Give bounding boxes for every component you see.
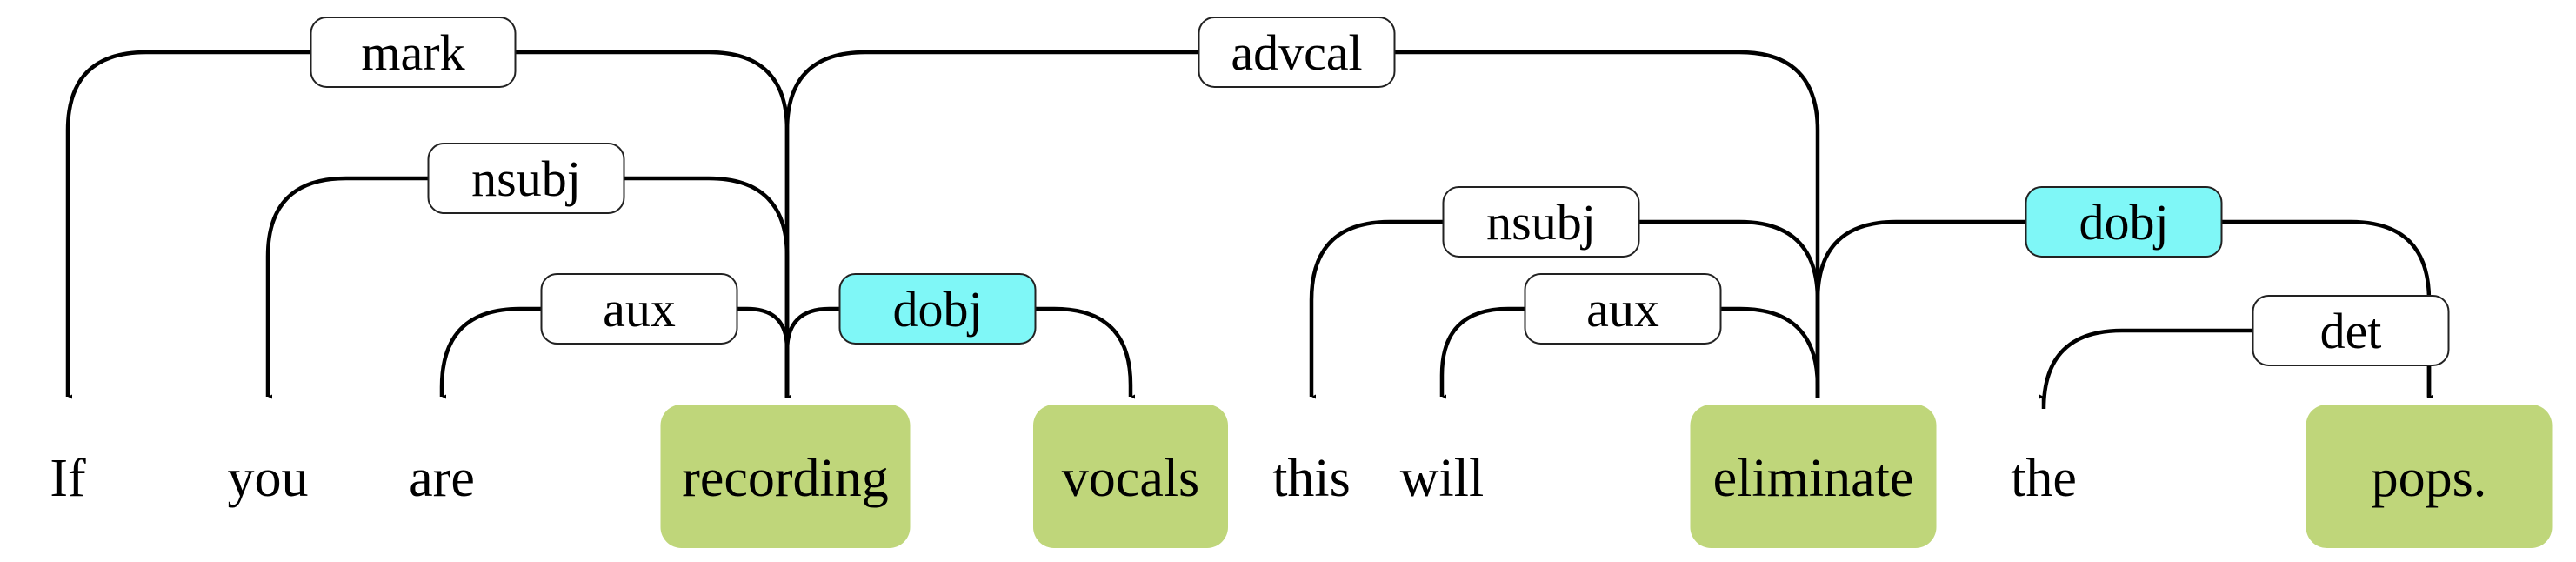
word-token-vocals: vocals	[1062, 449, 1199, 508]
word-token-the: the	[2011, 449, 2077, 508]
word-token-will: will	[1400, 449, 1484, 508]
arc-label-box-nsubj	[1442, 186, 1640, 258]
word-highlight-box-pops	[2306, 405, 2553, 548]
arc-label-box-aux	[1524, 273, 1722, 345]
word-token-If: If	[50, 449, 86, 508]
arc-line-aux-2-right	[737, 306, 790, 398]
arc-label-advcal: advcal	[1231, 24, 1362, 81]
labels-layer: mark nsubj aux dobj advcal nsubj aux dobj det	[310, 17, 2450, 366]
arc-line-advcal-4-left	[784, 50, 1199, 399]
arc-label-det: det	[2320, 303, 2382, 359]
word-token-recording: recording	[682, 449, 889, 508]
arc-line-mark-0-left	[65, 50, 311, 399]
arc-label-dobj: dobj	[892, 281, 982, 338]
arc-line-dobj-3-right	[1035, 306, 1135, 399]
arc-label-aux: aux	[1586, 281, 1659, 338]
arc-label-nsubj: nsubj	[471, 151, 581, 207]
arc-line-advcal-4-right	[1394, 50, 1820, 398]
arc-label-dobj: dobj	[2079, 194, 2168, 251]
arc-label-box-dobj	[2025, 186, 2223, 258]
arc-line-aux-6-right	[1720, 306, 1820, 398]
arc-line-nsubj-5-left	[1309, 219, 1444, 399]
word-token-this: this	[1272, 449, 1351, 508]
word-token-you: you	[228, 449, 309, 508]
arc-label-nsubj: nsubj	[1486, 194, 1596, 251]
word-token-are: are	[409, 449, 475, 508]
words-layer: If you are recording vocals this will eliminate…	[50, 405, 2553, 548]
arc-label-box-aux	[540, 273, 738, 345]
word-highlight-box-vocals	[1033, 405, 1228, 548]
arc-label-mark: mark	[361, 24, 464, 81]
arc-line-dobj-7-right	[2221, 219, 2433, 399]
arc-label-aux: aux	[603, 281, 676, 338]
arc-label-box-dobj	[838, 273, 1037, 345]
word-highlight-box-eliminate	[1690, 405, 1937, 548]
arc-line-aux-2-left	[439, 306, 542, 399]
word-highlight-box-recording	[660, 405, 911, 548]
arc-label-box-advcal	[1198, 17, 1396, 88]
arc-line-dobj-3-left	[784, 306, 840, 398]
arc-line-dobj-7-left	[1815, 219, 2026, 398]
arc-label-box-mark	[310, 17, 517, 88]
word-token-eliminate: eliminate	[1713, 449, 1914, 508]
arc-line-mark-0-right	[515, 50, 790, 398]
arc-label-box-nsubj	[427, 143, 625, 214]
arc-line-aux-6-left	[1439, 306, 1525, 399]
arc-label-box-det	[2252, 295, 2450, 366]
arc-line-det-8-left	[2039, 328, 2253, 410]
word-token-pops: pops.	[2372, 449, 2487, 508]
arc-line-nsubj-1-left	[265, 176, 429, 399]
